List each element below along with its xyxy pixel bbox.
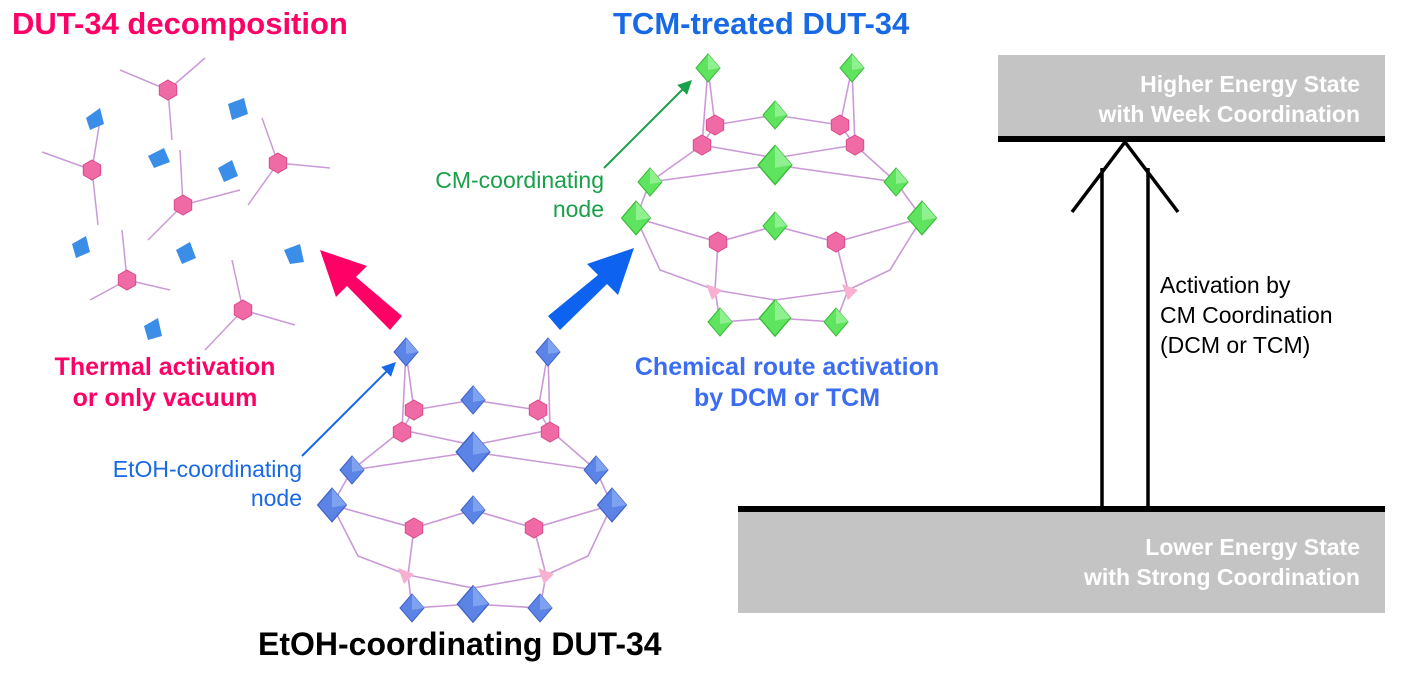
etoh-node-line-1: EtOH-coordinating — [112, 456, 302, 482]
activation-label: Activation by CM Coordination (DCM or TC… — [1160, 271, 1380, 361]
etoh-node-label: EtOH-coordinating node — [60, 455, 302, 512]
tcm-treated-title: TCM-treated DUT-34 — [613, 6, 910, 41]
activation-line-2: CM Coordination — [1160, 301, 1333, 328]
cm-node-line-1: CM-coordinating — [435, 167, 604, 193]
etoh-coordinating-title: EtOH-coordinating DUT-34 — [258, 626, 662, 662]
activation-arrow — [1070, 139, 1180, 508]
etoh-cage — [317, 337, 628, 623]
higher-line-2: with Week Coordination — [1098, 100, 1360, 127]
thermal-line-1: Thermal activation — [54, 353, 276, 381]
decomposition-title: DUT-34 decomposition — [12, 6, 348, 41]
cm-node-pointer — [603, 80, 692, 169]
cm-node-line-2: node — [552, 195, 604, 222]
higher-line-1: Higher Energy State — [1140, 71, 1360, 97]
chemical-line-1: Chemical route activation — [634, 353, 940, 381]
thermal-line-2: or only vacuum — [72, 383, 258, 412]
activation-line-1: Activation by — [1160, 272, 1291, 298]
etoh-node-line-2: node — [250, 484, 302, 511]
thermal-activation-label: Thermal activation or only vacuum — [40, 352, 290, 413]
lower-line-2: with Strong Coordination — [1084, 563, 1360, 590]
activation-line-3: (DCM or TCM) — [1160, 331, 1311, 358]
etoh-node-pointer — [301, 362, 396, 457]
higher-state-box — [998, 55, 1385, 138]
cm-node-label: CM-coordinating node — [388, 166, 604, 223]
lower-state-label: Lower Energy State with Strong Coordinat… — [980, 533, 1360, 593]
chemical-line-2: by DCM or TCM — [693, 383, 881, 412]
decomposition-diamonds — [72, 98, 304, 340]
lower-state-box — [738, 510, 1385, 613]
lower-line-1: Lower Energy State — [1145, 534, 1360, 560]
decomposition-hexagons — [82, 79, 288, 321]
higher-state-label: Higher Energy State with Week Coordinati… — [1000, 70, 1360, 130]
chemical-route-label: Chemical route activation by DCM or TCM — [612, 352, 962, 413]
thermal-arrow — [320, 250, 402, 330]
tcm-cage — [620, 53, 938, 337]
chemical-arrow — [548, 248, 634, 330]
